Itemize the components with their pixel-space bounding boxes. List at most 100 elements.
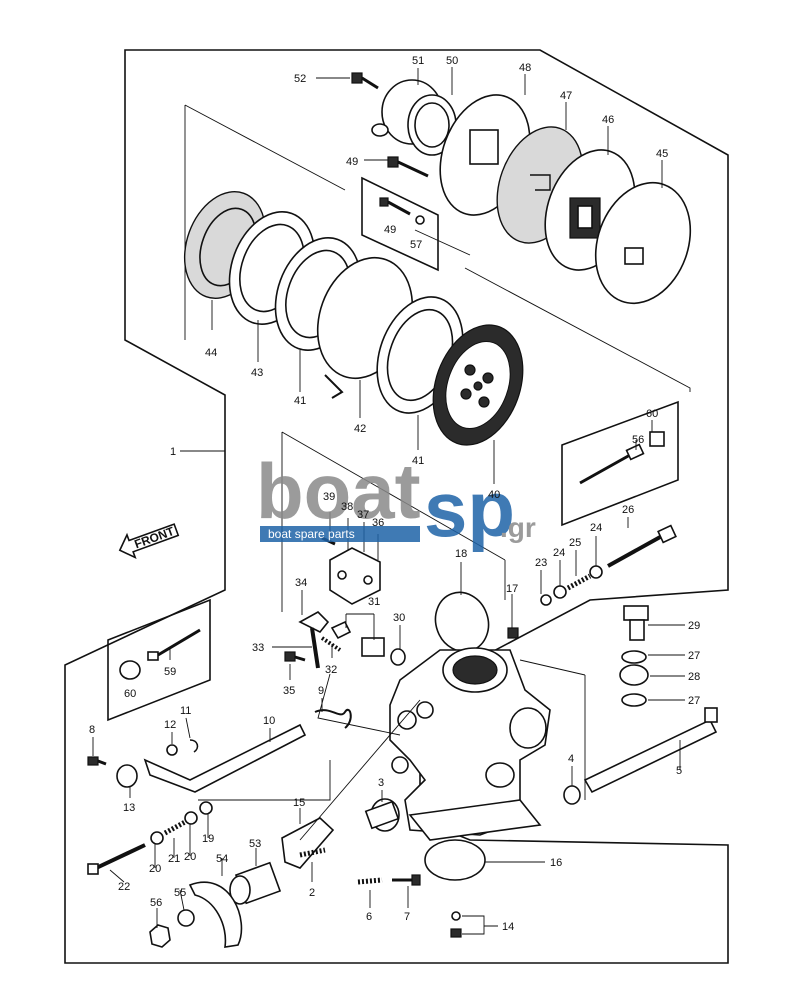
callout-3: 3 xyxy=(378,777,384,789)
valve-31 xyxy=(330,620,385,657)
bolt-49 xyxy=(387,156,429,178)
callout-35: 35 xyxy=(283,685,295,697)
gasket-ring-50 xyxy=(407,94,457,156)
callout-32: 32 xyxy=(325,664,337,676)
clip-11 xyxy=(189,739,199,753)
callout-36: 36 xyxy=(372,517,384,529)
watermark-brand-sp: sp xyxy=(424,465,515,553)
callout-50: 50 xyxy=(446,55,458,67)
callout-22: 22 xyxy=(118,881,130,893)
callout-29: 29 xyxy=(688,620,700,632)
callout-53: 53 xyxy=(249,838,261,850)
front-label: FRONT xyxy=(132,524,176,552)
callout-42: 42 xyxy=(354,423,366,435)
callout-47: 47 xyxy=(560,90,572,102)
fitting-29 xyxy=(623,605,649,641)
knob-13 xyxy=(116,764,138,788)
jet-box-56-60 xyxy=(561,400,679,527)
pump-cover-45 xyxy=(594,181,692,305)
callout-12: 12 xyxy=(164,719,176,731)
washer-23 xyxy=(540,594,552,606)
washer-27a xyxy=(621,650,647,664)
nut-56 xyxy=(149,924,171,948)
jet-holder-60 xyxy=(649,431,665,447)
watermark-tagline: boat spare parts xyxy=(268,527,355,541)
callout-27b: 27 xyxy=(688,695,700,707)
bushing-3 xyxy=(364,798,400,832)
outer-frame xyxy=(64,49,729,964)
callout-16: 16 xyxy=(550,857,562,869)
o-ring-30 xyxy=(390,648,406,666)
callout-39: 39 xyxy=(323,491,335,503)
callout-60b: 60 xyxy=(124,688,136,700)
callout-labels: 52 51 50 48 47 46 45 49 49 5 7 44 4 3 41 4… xyxy=(89,55,700,933)
callout-44: 44 xyxy=(205,347,217,359)
carburetor-body xyxy=(389,647,551,841)
callout-34: 34 xyxy=(295,577,307,589)
jet-box-59-60 xyxy=(107,598,211,722)
callout-38: 38 xyxy=(341,501,353,513)
callout-19: 19 xyxy=(202,833,214,845)
callout-60a: 60 xyxy=(646,408,658,420)
washer-27b xyxy=(621,693,647,707)
callout-24a: 24 xyxy=(553,547,565,559)
callout-18: 18 xyxy=(455,548,467,560)
callout-30: 30 xyxy=(393,612,405,624)
callout-52: 52 xyxy=(294,73,306,85)
washer-12 xyxy=(166,744,178,756)
screw-7 xyxy=(392,874,421,886)
bolt-49-small xyxy=(379,197,425,225)
callout-46: 46 xyxy=(602,114,614,126)
callout-37: 37 xyxy=(357,509,369,521)
callout-24b: 24 xyxy=(590,522,602,534)
sleeve-53 xyxy=(229,861,282,905)
spring-32 xyxy=(320,636,342,652)
throttle-shaft-5 xyxy=(583,707,718,794)
pump-subassembly-frame xyxy=(184,104,691,392)
callout-2: 2 xyxy=(309,887,315,899)
callout-28: 28 xyxy=(688,671,700,683)
idle-screw-26 xyxy=(607,524,677,568)
callout-45: 45 xyxy=(656,148,668,160)
banjo-28 xyxy=(619,664,649,686)
callout-27a: 27 xyxy=(688,650,700,662)
screw-17 xyxy=(507,627,519,639)
callout-56: 56 xyxy=(632,434,644,446)
lever-15 xyxy=(281,817,335,869)
callout-10: 10 xyxy=(263,715,275,727)
screw-52 xyxy=(351,72,379,90)
callout-1: 1 xyxy=(170,446,176,458)
screw-35 xyxy=(284,651,306,662)
callout-49a: 49 xyxy=(346,156,358,168)
plate-16 xyxy=(424,839,486,881)
callout-20a: 20 xyxy=(184,851,196,863)
callout-54: 54 xyxy=(216,853,228,865)
callout-5: 5 xyxy=(676,765,682,777)
callout-33: 33 xyxy=(252,642,264,654)
front-arrow: FRONT xyxy=(118,523,180,559)
jet-holder-60b xyxy=(119,660,141,680)
callout-49b: 49 xyxy=(384,224,396,236)
callout-7: 7 xyxy=(404,911,410,923)
callout-14: 14 xyxy=(502,921,514,933)
callout-51: 51 xyxy=(412,55,424,67)
callout-48: 48 xyxy=(519,62,531,74)
watermark-suffix: .gr xyxy=(500,512,536,543)
callout-9: 9 xyxy=(318,685,324,697)
callout-17: 17 xyxy=(506,583,518,595)
callout-20b: 20 xyxy=(149,863,161,875)
callout-40: 40 xyxy=(488,489,500,501)
washer-20b xyxy=(150,831,164,845)
callout-55: 55 xyxy=(174,887,186,899)
main-jet-56 xyxy=(579,443,645,485)
watermark-tagline-bg xyxy=(260,526,420,542)
spring-21 xyxy=(163,819,187,836)
callout-4: 4 xyxy=(568,753,574,765)
spring-6 xyxy=(357,877,383,885)
callout-26: 26 xyxy=(622,504,634,516)
callout-41b: 41 xyxy=(412,455,424,467)
callout-6: 6 xyxy=(366,911,372,923)
callout-13: 13 xyxy=(123,802,135,814)
washer-4 xyxy=(563,785,581,805)
